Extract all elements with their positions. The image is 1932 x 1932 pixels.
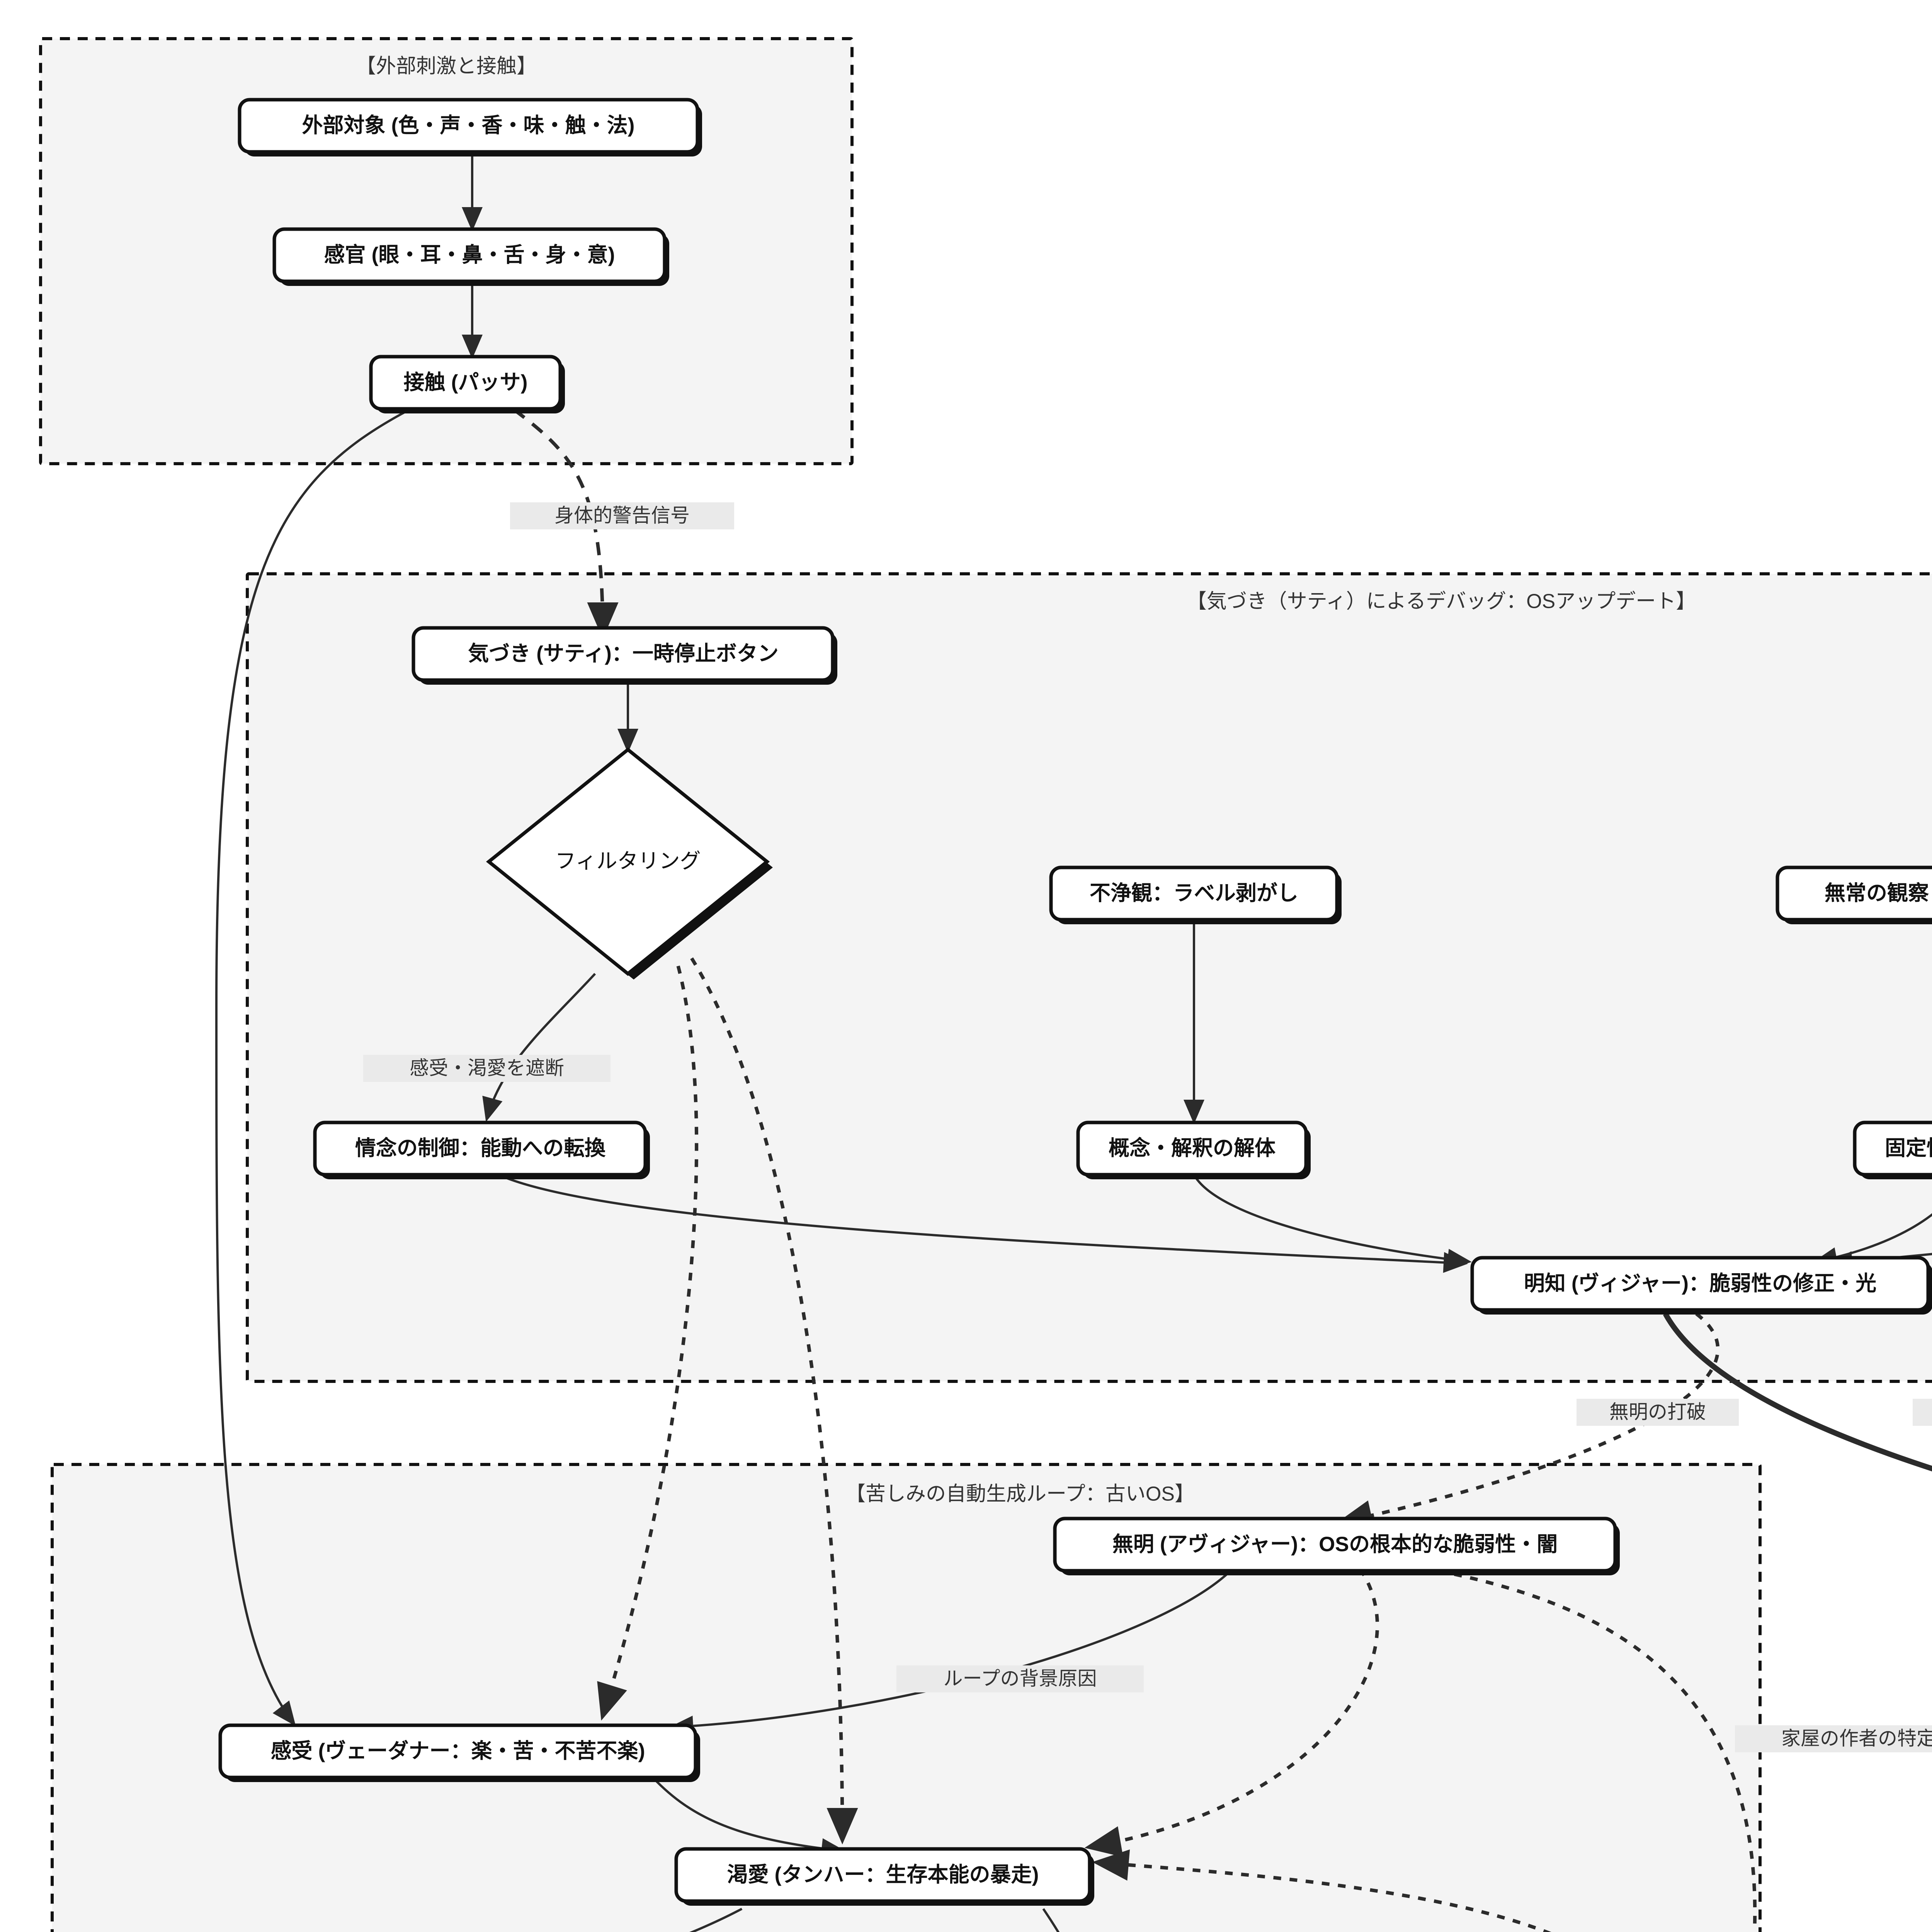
node-external-object-label: 外部対象 (色・声・香・味・触・法) — [302, 114, 635, 137]
svg-text:無明の打破: 無明の打破 — [1609, 1401, 1706, 1423]
node-concept-dismantling[interactable]: 概念・解釈の解体 — [1076, 1121, 1311, 1179]
cluster-debug: 【気づき（サティ）によるデバッグ：OSアップデート】 — [246, 572, 1932, 1383]
edge-vijja-to-nirvana — [1663, 1312, 1932, 1472]
edge-passion-to-vijja — [498, 1173, 1468, 1273]
edge-layer — [215, 155, 1932, 1932]
node-sati-label: 気づき (サティ)：一時停止ボタン — [468, 642, 779, 665]
edge-label-warning: 身体的警告信号 — [510, 502, 734, 529]
node-fixity-denial-label: 固定性の否定 — [1885, 1136, 1932, 1160]
node-anicca-observation[interactable]: 無常の観察：プロセスの直視 — [1776, 866, 1932, 924]
edge-label-cause: ループの背景原因 — [896, 1665, 1144, 1692]
node-filtering[interactable]: フィルタリング — [486, 747, 773, 980]
cluster-loop: 【苦しみの自動生成ループ：古いOS】 — [51, 1463, 1762, 1932]
edge-tanha-to-upadana — [689, 1908, 743, 1932]
edge-filter-to-passion — [482, 973, 596, 1122]
node-sense-organs[interactable]: 感官 (眼・耳・鼻・舌・身・意) — [272, 227, 669, 286]
svg-text:身体的警告信号: 身体的警告信号 — [554, 505, 690, 526]
node-vedana-label: 感受 (ヴェーダナー：楽・苦・不苦不楽) — [271, 1739, 645, 1762]
edge-concept-to-vijja — [1193, 1174, 1472, 1270]
node-filtering-label: フィルタリング — [555, 849, 701, 872]
svg-text:ループの背景原因: ループの背景原因 — [944, 1668, 1097, 1689]
edge-label-break: 無明の打破 — [1577, 1399, 1739, 1426]
node-vijja-label: 明知 (ヴィジャー)：脆弱性の修正・光 — [1524, 1272, 1876, 1295]
edge-label-cure: バグの根本治療 — [1913, 1399, 1932, 1426]
node-external-object[interactable]: 外部対象 (色・声・香・味・触・法) — [238, 98, 702, 156]
cluster-external-label: 【外部刺激と接触】 — [356, 55, 537, 78]
edge-filter-to-tanha — [690, 957, 858, 1845]
svg-text:家屋の作者の特定: 家屋の作者の特定 — [1781, 1728, 1932, 1749]
edge-label-builder: 家屋の作者の特定 — [1735, 1725, 1932, 1752]
node-passion-control[interactable]: 情念の制御：能動への転換 — [313, 1121, 650, 1179]
node-avijja-label: 無明 (アヴィジャー)：OSの根本的な脆弱性・闇 — [1112, 1532, 1558, 1556]
node-contact[interactable]: 接触 (パッサ) — [369, 355, 565, 413]
node-passion-control-label: 情念の制御：能動への転換 — [355, 1136, 606, 1160]
node-avijja[interactable]: 無明 (アヴィジャー)：OSの根本的な脆弱性・闇 — [1053, 1517, 1620, 1575]
node-fixity-denial[interactable]: 固定性の否定 — [1853, 1121, 1932, 1179]
edge-filter-to-vedana — [597, 965, 699, 1721]
node-impurity-view[interactable]: 不浄観：ラベル剥がし — [1049, 866, 1342, 924]
node-vedana[interactable]: 感受 (ヴェーダナー：楽・苦・不苦不楽) — [218, 1723, 700, 1782]
node-sati[interactable]: 気づき (サティ)：一時停止ボタン — [412, 626, 837, 685]
edge-vedana-to-tanha — [648, 1772, 846, 1859]
node-sense-organs-label: 感官 (眼・耳・鼻・舌・身・意) — [324, 243, 615, 266]
node-contact-label: 接触 (パッサ) — [404, 371, 528, 394]
node-tanha-label: 渇愛 (タンハー：生存本能の暴走) — [727, 1863, 1039, 1886]
svg-text:感受・渇愛を遮断: 感受・渇愛を遮断 — [410, 1057, 564, 1079]
node-anicca-observation-label: 無常の観察：プロセスの直視 — [1825, 881, 1932, 905]
node-impurity-view-label: 不浄観：ラベル剥がし — [1090, 881, 1298, 905]
edge-vijja-to-avijja — [1335, 1312, 1720, 1531]
node-tanha[interactable]: 渇愛 (タンハー：生存本能の暴走) — [674, 1847, 1094, 1906]
cluster-loop-label: 【苦しみの自動生成ループ：古いOS】 — [845, 1483, 1195, 1505]
node-concept-dismantling-label: 概念・解釈の解体 — [1109, 1136, 1276, 1160]
node-vijja[interactable]: 明知 (ヴィジャー)：脆弱性の修正・光 — [1470, 1256, 1932, 1315]
edge-mine-to-vijja — [1828, 1251, 1932, 1272]
edge-label-block: 感受・渇愛を遮断 — [363, 1055, 611, 1082]
edge-contact-to-sati — [513, 408, 619, 639]
edge-contact-to-vedana — [215, 408, 410, 1726]
edge-label-layer: 身体的警告信号 感受・渇愛を遮断 無明の打破 バグの根本治療 ループの背景原因 … — [363, 502, 1932, 1752]
cluster-debug-label: 【気づき（サティ）によるデバッグ：OSアップデート】 — [1187, 590, 1696, 613]
